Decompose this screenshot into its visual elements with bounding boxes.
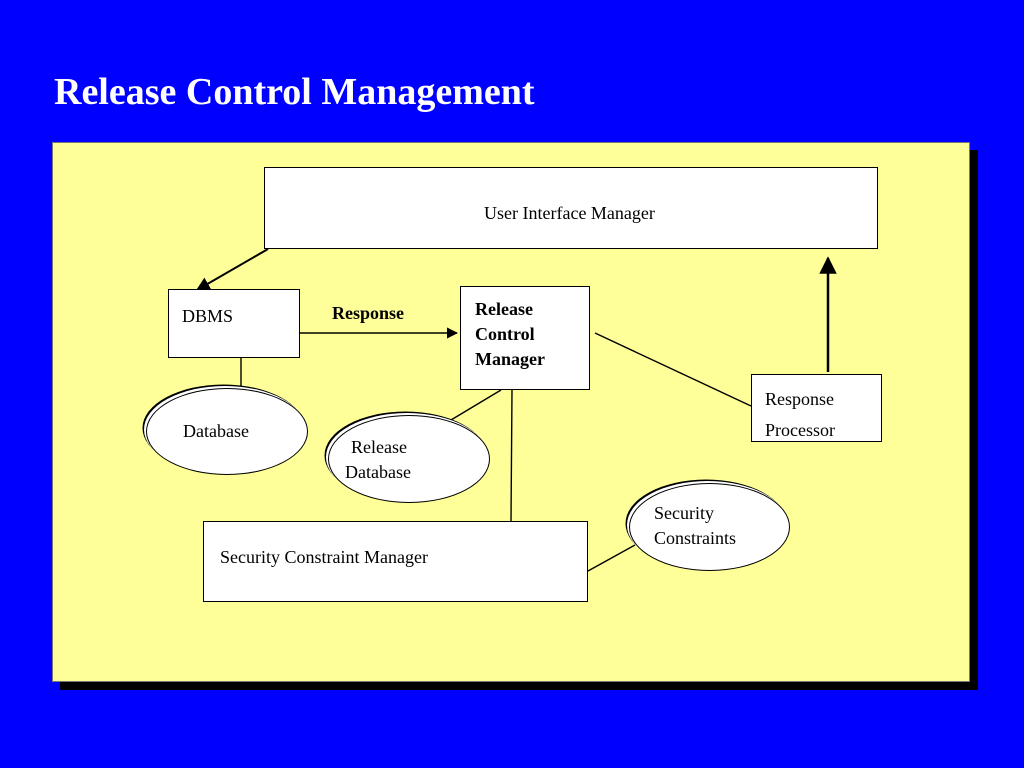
edge-rcm-to-security-constraint-manager (510, 389, 513, 522)
response-edge-label: Response (332, 303, 405, 323)
response-processor-box: Response Processor (751, 374, 882, 442)
database-label: Database (183, 421, 249, 441)
dbms-label: DBMS (182, 306, 234, 326)
edge-rcm-to-response-processor (594, 332, 752, 407)
release-database-label-line2: Database (345, 462, 411, 482)
response-processor-label-line1: Response (765, 389, 834, 409)
edge-rcm-to-release-database (450, 389, 502, 421)
edge-ui-to-dbms (195, 248, 269, 291)
response-processor-label-line2: Processor (765, 420, 835, 440)
security-constraint-manager-box: Security Constraint Manager (203, 521, 588, 602)
release-control-manager-label-line1: Release (475, 299, 533, 319)
release-database-ellipse: Release Database (328, 415, 490, 503)
security-constraints-label-line2: Constraints (654, 528, 737, 548)
security-constraints-ellipse: Security Constraints (629, 483, 790, 571)
release-database-label-line1: Release (351, 437, 407, 457)
dbms-box: DBMS (168, 289, 300, 358)
release-control-manager-label-line3: Manager (475, 349, 545, 369)
security-constraints-label-line1: Security (654, 503, 714, 523)
user-interface-manager-label: User Interface Manager (484, 203, 655, 223)
edge-scm-to-security-constraints (587, 544, 636, 572)
user-interface-manager-box: User Interface Manager (264, 167, 878, 249)
security-constraint-manager-label: Security Constraint Manager (220, 547, 428, 567)
release-control-manager-label-line2: Control (475, 324, 535, 344)
page-title: Release Control Management (54, 71, 535, 113)
release-control-manager-box: Release Control Manager (460, 286, 590, 390)
database-ellipse: Database (146, 388, 308, 475)
